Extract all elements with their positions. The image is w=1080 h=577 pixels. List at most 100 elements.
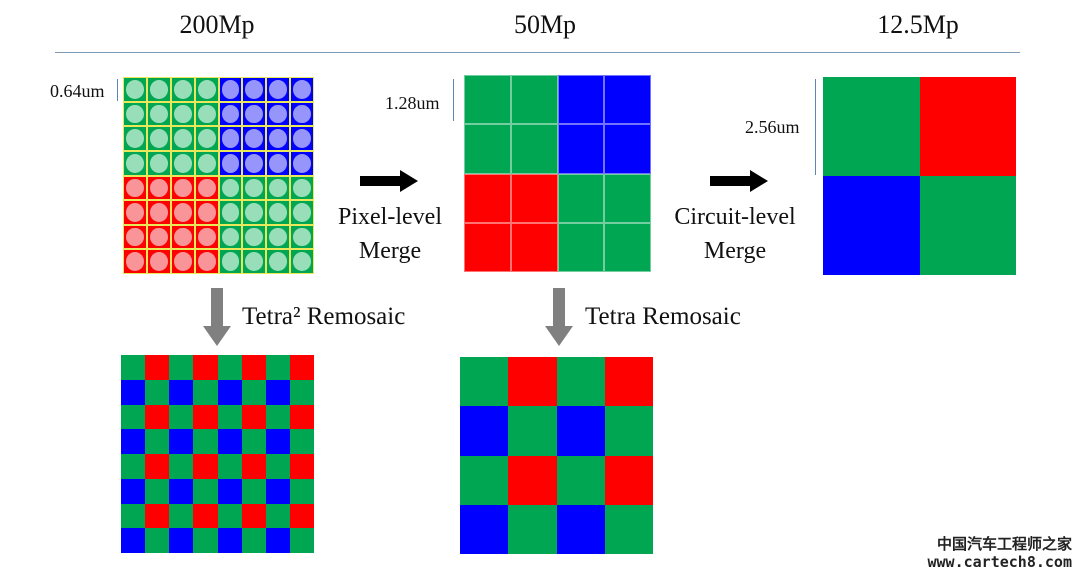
bayer-cell	[265, 454, 290, 479]
bayer-cell	[289, 478, 314, 504]
pixel-merge-line2: Merge	[358, 238, 422, 264]
bayer-cell	[289, 454, 314, 479]
microlens-dot	[269, 153, 288, 173]
pixel-cell	[557, 222, 605, 272]
bayer-cell	[217, 528, 242, 553]
pixel-cell	[194, 200, 219, 225]
pixel-cell	[170, 150, 195, 176]
bayer-cell	[289, 429, 314, 454]
tetra2-remosaic-label: Tetra² Remosaic	[242, 303, 406, 330]
microlens-dot	[197, 178, 216, 198]
bayer-cell	[508, 504, 557, 554]
pixel-cell	[290, 249, 314, 274]
pixel-cell	[123, 150, 147, 176]
header-200mp: 200Mp	[179, 10, 255, 39]
bayer-cell	[265, 355, 290, 380]
pixel-cell	[510, 222, 558, 272]
microlens-dot	[197, 252, 216, 271]
pixel-cell	[557, 124, 605, 174]
dim-marker-200	[117, 79, 118, 101]
bayer-cell	[217, 478, 242, 504]
bayer-cell	[508, 357, 557, 407]
bayer-cell	[556, 455, 605, 505]
sensor-200mp-grid	[123, 77, 314, 274]
bayer-cell	[460, 504, 509, 554]
bayer-cell	[121, 355, 146, 380]
circuit-merge-line2: Merge	[703, 238, 767, 264]
pixel-cell	[510, 173, 558, 223]
pixel-cell	[123, 175, 147, 201]
bayer-cell	[121, 528, 146, 553]
pixel-cell	[146, 150, 171, 176]
pixel-cell	[123, 249, 147, 274]
microlens-dot	[269, 227, 288, 247]
pixel-cell	[170, 200, 195, 225]
pixel-cell	[146, 224, 171, 250]
bayer-cell	[169, 454, 194, 479]
bayer-cell	[121, 379, 146, 405]
microlens-dot	[197, 104, 216, 124]
bayer-cell	[145, 355, 170, 380]
pixel-cell	[218, 200, 243, 225]
bayer-cell	[460, 406, 509, 456]
pixel-cell	[919, 176, 1016, 275]
header-50mp: 50Mp	[513, 10, 577, 39]
bayer-cell	[556, 406, 605, 456]
pixel-cell	[266, 200, 291, 225]
microlens-dot	[126, 227, 144, 247]
pixel-cell	[194, 224, 219, 250]
pixel-cell	[146, 175, 171, 201]
microlens-dot	[126, 80, 144, 99]
bayer-cell	[241, 478, 266, 504]
pixel-cell	[266, 101, 291, 127]
bayer-cell	[289, 503, 314, 529]
pixel-size-0-64um: 0.64um	[50, 81, 105, 101]
microlens-dot	[221, 80, 240, 99]
microlens-dot	[245, 203, 264, 222]
microlens-dot	[173, 203, 192, 222]
bayer-cell	[604, 406, 653, 456]
sensor-50mp-grid	[464, 75, 651, 272]
microlens-dot	[245, 252, 264, 271]
watermark-line2: www.cartech8.com	[927, 553, 1073, 571]
bayer-cell	[508, 455, 557, 505]
pixel-cell	[290, 175, 314, 201]
header-12-5mp: 12.5Mp	[877, 10, 959, 39]
bayer-cell	[265, 478, 290, 504]
pixel-cell	[194, 249, 219, 274]
microlens-dot	[173, 104, 192, 124]
pixel-cell	[919, 77, 1016, 176]
pixel-cell	[146, 249, 171, 274]
pixel-cell	[170, 249, 195, 274]
pixel-cell	[510, 75, 558, 125]
pixel-cell	[604, 222, 651, 272]
bayer-cell	[241, 454, 266, 479]
bayer-cell	[241, 528, 266, 553]
pixel-cell	[218, 126, 243, 151]
microlens-dot	[245, 178, 264, 198]
pixel-cell	[218, 101, 243, 127]
pixel-cell	[464, 124, 511, 174]
microlens-dot	[173, 178, 192, 198]
bayer-cell	[145, 478, 170, 504]
bayer-cell	[169, 355, 194, 380]
microlens-dot	[126, 203, 144, 222]
microlens-dot	[293, 203, 311, 222]
arrow-down-icon	[203, 288, 231, 346]
pixel-cell	[170, 224, 195, 250]
bayer-cell	[169, 503, 194, 529]
pixel-cell	[604, 173, 651, 223]
bayer-cell	[193, 478, 218, 504]
microlens-dot	[126, 153, 144, 173]
microlens-dot	[245, 80, 264, 99]
pixel-cell	[218, 77, 243, 102]
bayer-cell	[169, 404, 194, 430]
watermark-line1: 中国汽车工程师之家	[936, 535, 1072, 553]
bayer-cell	[193, 503, 218, 529]
pixel-cell	[218, 224, 243, 250]
bayer-cell	[265, 404, 290, 430]
microlens-dot	[293, 227, 311, 247]
pixel-cell	[823, 176, 920, 275]
pixel-cell	[170, 101, 195, 127]
tetra-remosaic-label: Tetra Remosaic	[585, 303, 741, 330]
